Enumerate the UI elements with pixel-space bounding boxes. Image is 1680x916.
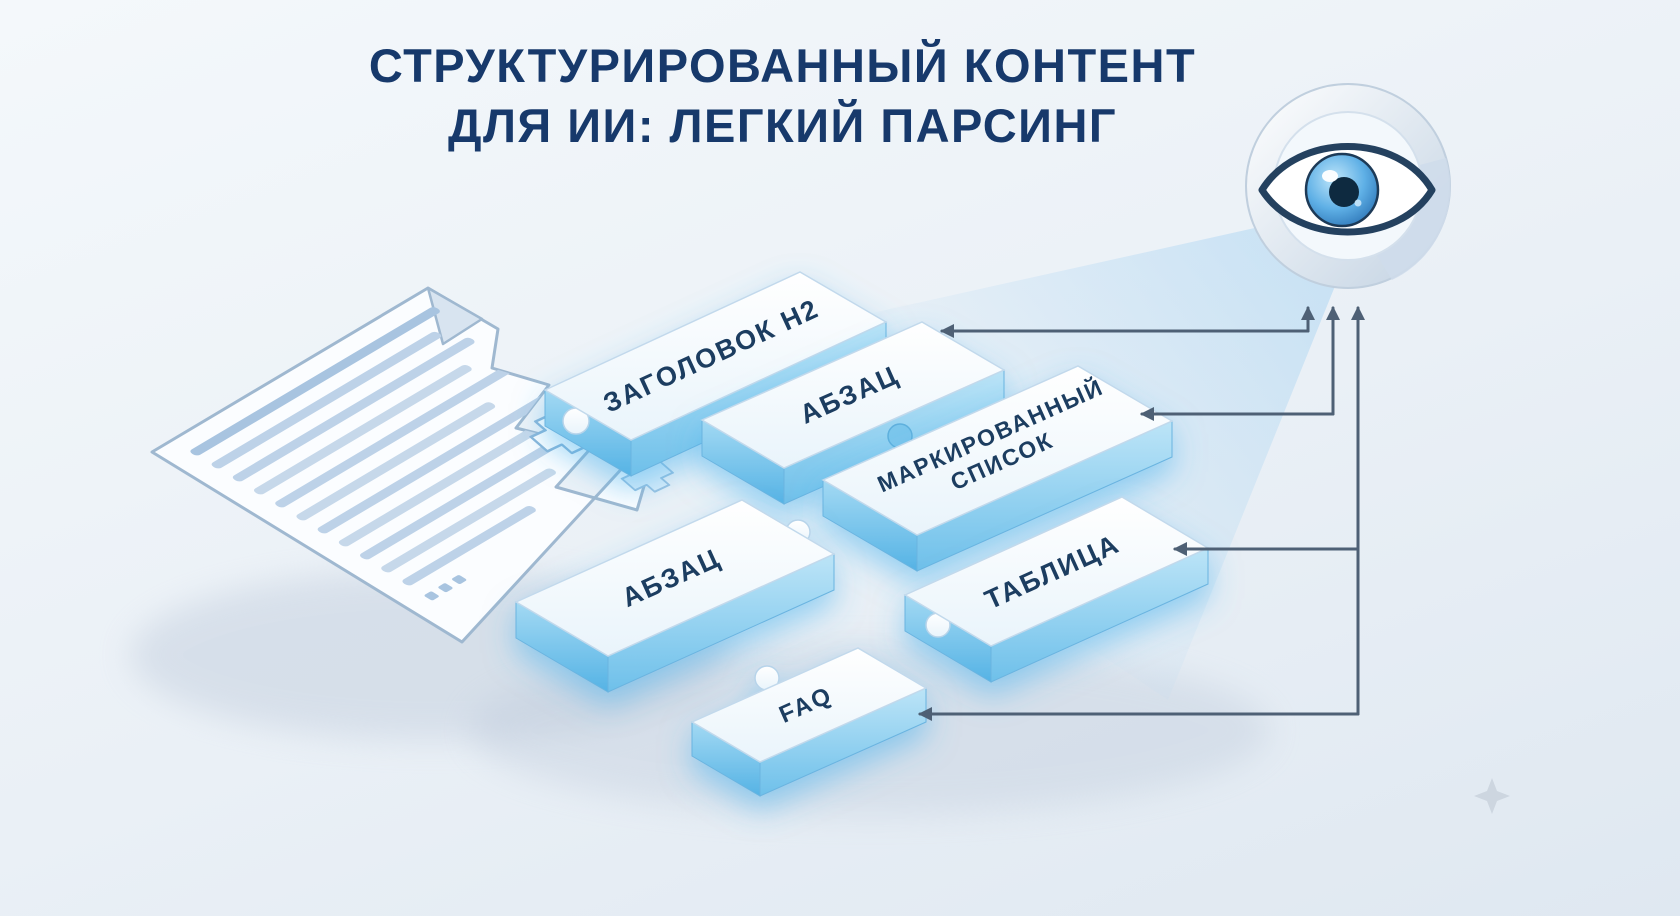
piece-top-face: [821, 365, 1174, 536]
puzzle-piece-paragraph-left: АБЗАЦ: [514, 499, 836, 693]
document-text-line: [254, 365, 472, 495]
document-text-line: [317, 391, 556, 534]
piece-top-face: [690, 647, 928, 763]
document-sheet: [150, 286, 664, 644]
document-folded-corner: [426, 286, 484, 346]
document-dot: [424, 591, 439, 601]
document-text-line: [381, 468, 556, 573]
document-text-line: [402, 506, 536, 586]
document-text-lines: [190, 307, 604, 601]
document-text-line: [338, 414, 560, 547]
document-text-line: [211, 331, 442, 469]
puzzle-piece-bulleted-list: МАРКИРОВАННЫЙ СПИСОК: [821, 365, 1174, 572]
document-dot: [438, 583, 453, 593]
eye-pupil: [1329, 177, 1359, 207]
piece-top-face: [514, 499, 836, 657]
piece-top-face: [543, 271, 888, 441]
puzzle-piece-heading-h2: ЗАГОЛОВОК H2: [543, 271, 888, 477]
piece-top-face: [700, 321, 1006, 469]
eye-highlight-small: [1354, 199, 1362, 207]
puzzle-piece-faq: FAQ: [690, 647, 928, 797]
eye-icon: [1245, 83, 1451, 289]
arrow-connectors: [918, 306, 1365, 721]
document-text-line: [190, 307, 440, 456]
document-text-line: [275, 361, 521, 508]
title-line2: ДЛЯ ИИ: ЛЕГКИЙ ПАРСИНГ: [447, 99, 1118, 153]
document-dot: [452, 575, 467, 584]
document-text-line: [360, 414, 604, 560]
sparkle-icon: [1474, 778, 1510, 814]
document-icon: [150, 286, 664, 644]
document-text-line: [296, 402, 496, 521]
eye-highlight: [1322, 170, 1338, 182]
page-title: СТРУКТУРИРОВАННЫЙ КОНТЕНТ ДЛЯ ИИ: ЛЕГКИЙ…: [0, 36, 1565, 156]
puzzle-piece-paragraph-top: АБЗАЦ: [700, 321, 1006, 505]
title-line1: СТРУКТУРИРОВАННЫЙ КОНТЕНТ: [368, 39, 1197, 92]
document-text-line: [232, 337, 475, 482]
puzzle-piece-table: ТАБЛИЦА: [903, 496, 1210, 683]
